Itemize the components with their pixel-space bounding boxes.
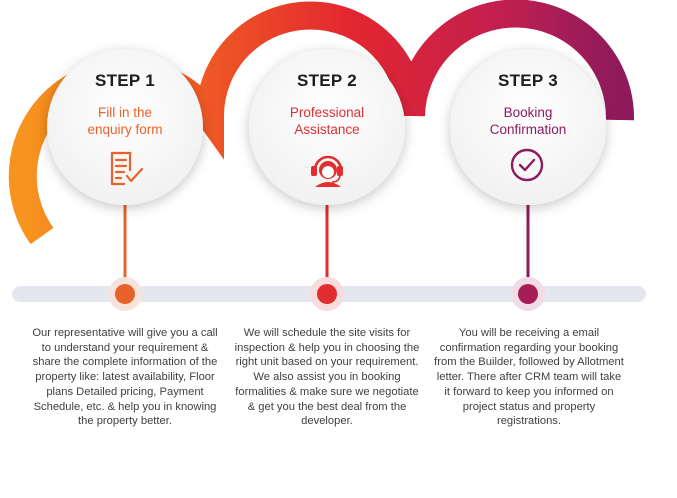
step-3-description: You will be receiving a email confirmati… (434, 327, 624, 428)
step-1-title-line1: Fill in the (97, 105, 153, 120)
check-circle-icon (510, 148, 544, 182)
timeline-dot-3-core (518, 284, 538, 304)
step-1-header: STEP 1 Fill in the enquiry form (45, 71, 205, 138)
step-3-disc (450, 49, 606, 205)
step-2-header: STEP 2 Professional Assistance (247, 71, 407, 138)
step-3-number: STEP 3 (497, 71, 559, 90)
form-checklist-icon (110, 151, 144, 186)
step-2-disc (249, 49, 405, 205)
step-1-title: Fill in the enquiry form (45, 104, 205, 138)
step-1-number: STEP 1 (94, 71, 156, 90)
step-2-title-line2: Assistance (294, 122, 360, 137)
support-agent-icon (311, 155, 343, 187)
step-2-title-line1: Professional (289, 105, 365, 120)
step-3-title-line1: Booking (503, 105, 553, 120)
step-3-title: Booking Confirmation (448, 104, 608, 138)
step-1-title-line2: enquiry form (87, 122, 163, 137)
step-2-number: STEP 2 (296, 71, 358, 90)
step-3-header: STEP 3 Booking Confirmation (448, 71, 608, 138)
timeline-dot-2-core (317, 284, 337, 304)
timeline-dot-1-core (115, 284, 135, 304)
step-2-title: Professional Assistance (247, 104, 407, 138)
step-2-description: We will schedule the site visits for ins… (234, 327, 420, 428)
step-1-disc (47, 49, 203, 205)
step-3-title-line2: Confirmation (489, 122, 567, 137)
step-1-description: Our representative will give you a call … (32, 327, 218, 428)
